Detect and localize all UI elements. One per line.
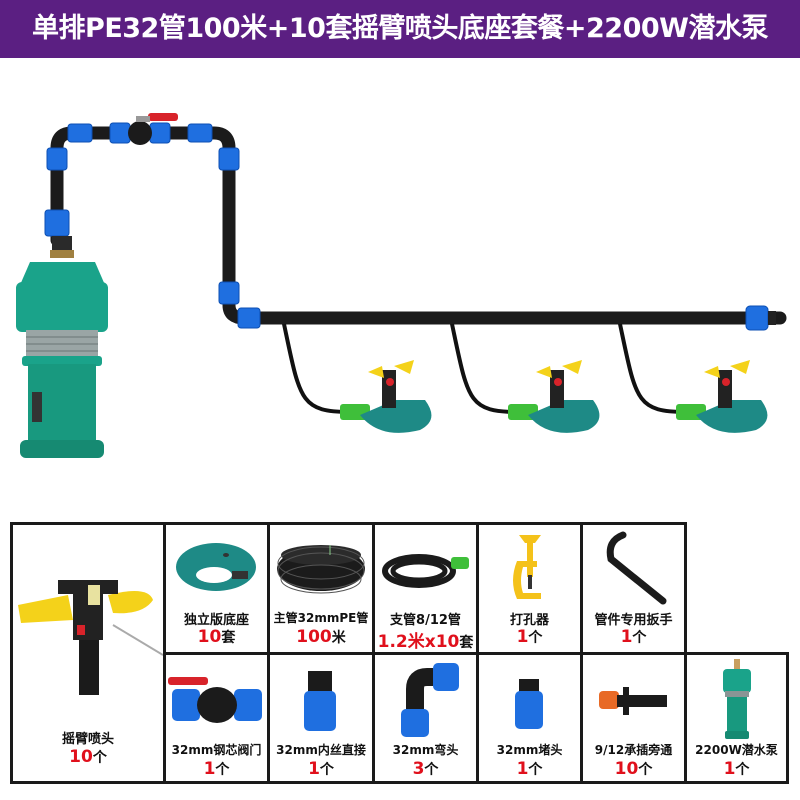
component-cell-valve: 32mm钢芯阀门 1个 bbox=[163, 652, 270, 784]
hole-punch-icon bbox=[513, 535, 541, 599]
page-title-banner: 单排PE32管100米+10套摇臂喷头底座套餐+2200W潜水泵 bbox=[0, 0, 800, 58]
component-cell-elbow: 32mm弯头 3个 bbox=[372, 652, 479, 784]
installation-diagram bbox=[0, 58, 800, 508]
component-quantity: 1个 bbox=[203, 759, 230, 779]
sprinkler-3 bbox=[618, 323, 768, 433]
component-label: 32mm堵头 bbox=[496, 743, 563, 757]
component-label: 支管8/12管 bbox=[390, 613, 461, 628]
component-quantity: 1个 bbox=[620, 627, 647, 647]
component-cell-pump: 2200W潜水泵 1个 bbox=[684, 652, 789, 784]
component-cell-hole-punch: 打孔器 1个 bbox=[476, 522, 583, 655]
component-label: 独立版底座 bbox=[183, 613, 249, 628]
hose-coil-icon bbox=[382, 554, 469, 588]
component-quantity: 1个 bbox=[516, 627, 543, 647]
elbow-fitting-icon bbox=[401, 663, 459, 737]
submersible-pump-icon bbox=[723, 659, 751, 739]
threaded-coupling-icon bbox=[304, 671, 336, 731]
component-quantity: 10个 bbox=[614, 759, 653, 779]
submersible-pump-illustration bbox=[16, 236, 108, 458]
component-quantity: 1个 bbox=[308, 759, 334, 779]
components-grid: 摇臂喷头 10个 独立版底座 10套 主管32mmPE管 100米 支管8/12… bbox=[10, 522, 789, 784]
component-label: 2200W潜水泵 bbox=[695, 743, 778, 757]
component-cell-branch-pipe: 支管8/12管 1.2米x10套 bbox=[372, 522, 479, 655]
sprinkler-1 bbox=[282, 323, 432, 433]
ball-valve-icon bbox=[168, 677, 262, 723]
component-quantity: 3个 bbox=[412, 759, 439, 779]
sprinkler-2 bbox=[450, 323, 600, 433]
component-label: 32mm钢芯阀门 bbox=[171, 743, 262, 757]
component-label: 32mm内丝直接 bbox=[276, 743, 366, 757]
component-quantity: 1个 bbox=[723, 759, 750, 779]
component-quantity: 1个 bbox=[516, 759, 543, 779]
component-label: 32mm弯头 bbox=[392, 743, 459, 757]
component-label: 管件专用扳手 bbox=[594, 613, 673, 628]
pump-pipe-system-illustration bbox=[16, 113, 787, 458]
component-cell-main-pipe: 主管32mmPE管 100米 bbox=[267, 522, 375, 655]
component-label: 主管32mmPE管 bbox=[273, 611, 369, 625]
end-cap-icon bbox=[515, 679, 543, 729]
component-quantity: 10套 bbox=[197, 627, 236, 647]
component-cell-end-cap: 32mm堵头 1个 bbox=[476, 652, 583, 784]
component-quantity: 1.2米x10套 bbox=[377, 632, 474, 652]
component-cell-base: 独立版底座 10套 bbox=[163, 522, 270, 655]
rocker-arm-sprinkler-icon bbox=[18, 580, 163, 695]
hook-wrench-icon bbox=[606, 531, 667, 605]
component-label: 摇臂喷头 bbox=[61, 732, 114, 747]
pipe-coil-icon bbox=[277, 545, 365, 594]
component-cell-bypass: 9/12承插旁通 10个 bbox=[580, 652, 687, 784]
component-cell-wrench: 管件专用扳手 1个 bbox=[580, 522, 687, 655]
bypass-connector-icon bbox=[599, 687, 667, 715]
component-cell-rocker-sprinkler: 摇臂喷头 10个 bbox=[10, 522, 166, 784]
sprinkler-base-icon bbox=[176, 543, 256, 591]
component-label: 打孔器 bbox=[509, 613, 549, 628]
component-quantity: 10个 bbox=[69, 747, 107, 767]
component-quantity: 100米 bbox=[296, 627, 346, 647]
component-label: 9/12承插旁通 bbox=[594, 743, 673, 757]
component-cell-female-coupling: 32mm内丝直接 1个 bbox=[267, 652, 375, 784]
